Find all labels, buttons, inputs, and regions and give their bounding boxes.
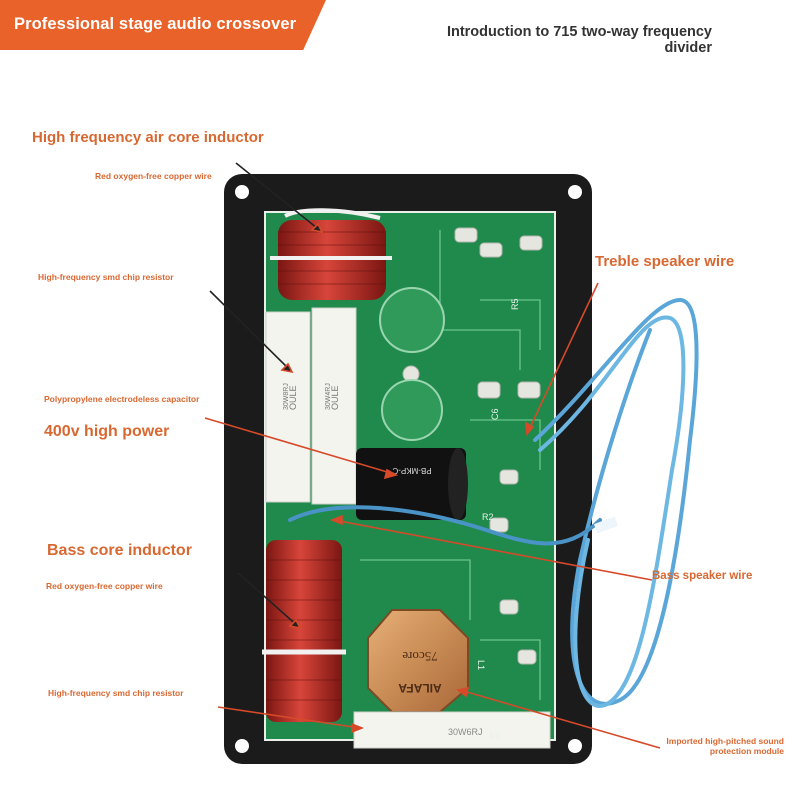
module-model: 75core bbox=[402, 649, 438, 664]
bass-wire-label: Bass speaker wire bbox=[652, 570, 753, 582]
silk-label: R2 bbox=[482, 512, 494, 522]
speaker-wires bbox=[288, 297, 699, 708]
mount-hole bbox=[235, 739, 249, 753]
intro-line-1: Introduction to 715 two-way frequency bbox=[446, 24, 712, 40]
title-banner bbox=[0, 0, 326, 50]
silk-label: C6 bbox=[490, 408, 500, 420]
polypropylene-capacitor: PB-MKP-C bbox=[356, 448, 468, 520]
capacitor-subtitle: 400v high power bbox=[44, 423, 170, 440]
protection-module-label: Imported high-pitched sound protection m… bbox=[666, 736, 784, 756]
bass-inductor-title: Bass core inductor bbox=[47, 542, 192, 559]
capacitor-title: Polypropylene electrodeless capacitor bbox=[44, 394, 200, 404]
bass-inductor-subtitle: Red oxygen-free copper wire bbox=[46, 581, 163, 591]
silk-label: L1 bbox=[476, 660, 486, 670]
resistor-mark: OULE bbox=[288, 385, 298, 410]
annotation-arrows bbox=[204, 162, 661, 749]
intro-line-2: divider bbox=[664, 40, 712, 56]
hf-resistor-label-2: High-frequency smd chip resistor bbox=[48, 688, 184, 698]
resistor-mark: 30W4RJ bbox=[325, 383, 332, 410]
treble-wire-label: Treble speaker wire bbox=[595, 253, 735, 270]
bass-core-inductor bbox=[262, 540, 346, 722]
hf-air-core-inductor bbox=[270, 208, 392, 300]
protection-label-line-2: protection module bbox=[709, 746, 784, 756]
hf-resistor-label-1: High-frequency smd chip resistor bbox=[38, 272, 174, 282]
hf-chip-resistors: OULE 30W8RJ OULE 30W4RJ bbox=[265, 307, 357, 505]
silk-label: L2 bbox=[490, 730, 500, 740]
mount-hole bbox=[568, 185, 582, 199]
hf-inductor-title: High frequency air core inductor bbox=[32, 129, 264, 146]
mount-hole bbox=[568, 739, 582, 753]
resistor-mark: 30W6RJ bbox=[448, 727, 483, 737]
hf-inductor-subtitle: Red oxygen-free copper wire bbox=[95, 171, 212, 181]
mount-hole bbox=[235, 185, 249, 199]
intro-heading: Introduction to 715 two-way frequency di… bbox=[447, 24, 712, 56]
resistor-mark: 30W8RJ bbox=[283, 383, 290, 410]
module-brand: AILAFA bbox=[398, 681, 442, 695]
capacitor-mark: PB-MKP-C bbox=[392, 466, 431, 475]
protection-label-line-1: Imported high-pitched sound bbox=[666, 736, 784, 746]
silk-label: R5 bbox=[510, 298, 520, 310]
resistor-mark: OULE bbox=[330, 385, 340, 410]
banner-title: Professional stage audio crossover bbox=[14, 15, 297, 33]
protection-module: AILAFA 75core bbox=[367, 609, 469, 713]
bottom-chip-resistor: 30W6RJ bbox=[353, 711, 551, 749]
